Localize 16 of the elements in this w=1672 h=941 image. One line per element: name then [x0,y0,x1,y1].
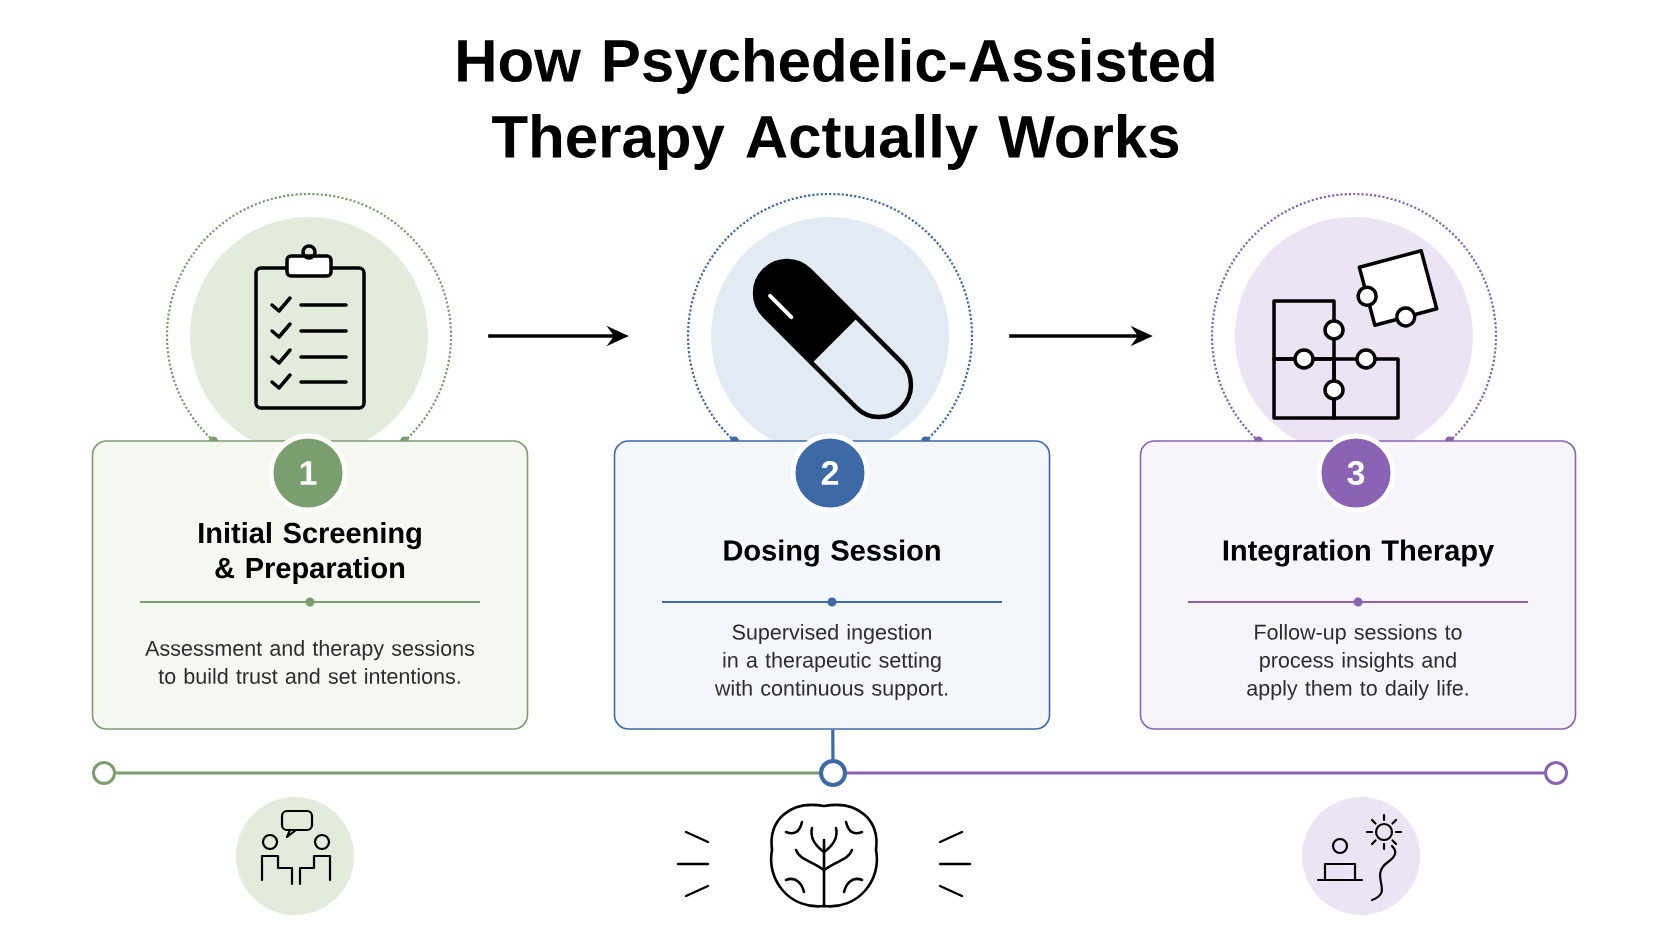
step-heading: Dosing Session [724,539,940,567]
timeline-line [116,771,819,775]
step-description: Assessment and therapy sessions to build trust and set intentions. [145,640,475,684]
icon-circle [1302,797,1420,915]
connector-line [831,729,835,759]
step-heading: Integration Therapy [1223,539,1494,567]
timeline-line [847,771,1544,775]
title: How Psychedelic-Assisted Therapy Actually Works [458,38,1214,170]
number-badge: 2 [790,433,870,513]
step-description: Supervised ingestion in a therapeutic setting with continuous support. [714,624,948,701]
number-badge: 3 [1316,433,1396,513]
step-description: Follow-up sessions to process insights and apply them to daily life. [1247,624,1468,701]
timeline-dot [819,759,847,787]
icon-circle [236,797,354,915]
step-heading: Initial Screening & Preparation [199,522,421,584]
number-badge: 1 [268,433,348,513]
